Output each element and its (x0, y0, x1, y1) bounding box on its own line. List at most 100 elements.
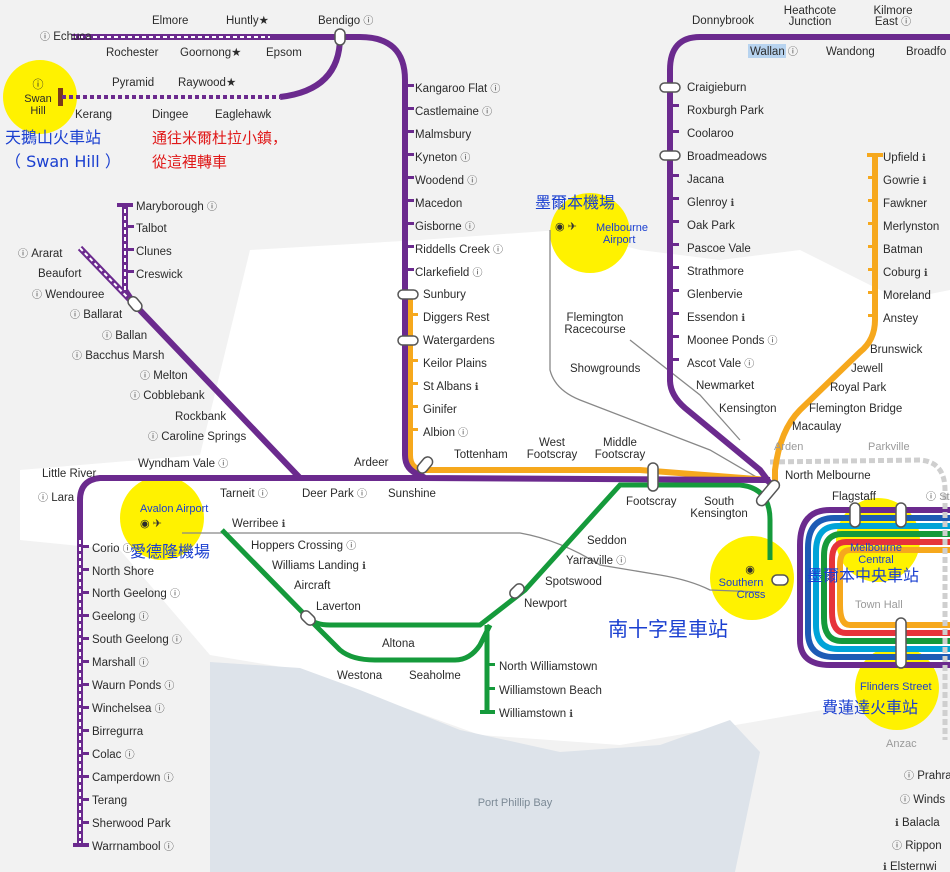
station-birregurra: Birregurra (92, 726, 144, 738)
station-aircraft: Aircraft (294, 580, 331, 592)
station-sherwood-park: Sherwood Park (92, 818, 171, 830)
station-eaglehawk: Eaglehawk (215, 109, 272, 121)
station-heathcote-2: Junction (789, 16, 832, 28)
city-loop (797, 507, 950, 668)
station-middle-footscray-2: Footscray (595, 449, 646, 461)
station-ripponlea: ⓘ Rippon (892, 840, 942, 852)
southern-cross-icon: ◉ (745, 564, 755, 576)
station-strathmore: Strathmore (687, 266, 744, 278)
station-williamstown-beach: Williamstown Beach (499, 685, 602, 697)
station-bendigo: Bendigo ⓘ (318, 15, 373, 27)
station-little-river: Little River (42, 468, 96, 480)
station-southern-cross-2: Cross (737, 589, 766, 601)
station-clunes: Clunes (136, 246, 172, 258)
station-woodend: Woodend ⓘ (415, 175, 477, 187)
station-beaufort: Beaufort (38, 268, 82, 280)
station-st-albans: St Albans ℹ (423, 381, 479, 393)
station-broadmeadows: Broadmeadows (687, 151, 767, 163)
station-melbourne-central-1: Melbourne (850, 542, 902, 554)
station-caroline-springs: ⓘ Caroline Springs (148, 431, 246, 443)
station-newport: Newport (524, 598, 568, 610)
station-seddon: Seddon (587, 535, 627, 547)
station-dingee: Dingee (152, 109, 188, 121)
station-ginifer: Ginifer (423, 404, 457, 416)
station-goornong: Goornong★ (180, 47, 241, 59)
station-ballan: ⓘ Ballan (102, 330, 147, 342)
station-winchelsea: Winchelsea ⓘ (92, 703, 165, 715)
wallan-selection (748, 44, 786, 58)
anno-southern-cross: 南十字星車站 (608, 617, 728, 641)
station-ticks (73, 84, 414, 847)
station-pyramid: Pyramid (112, 77, 154, 89)
station-flinders-street: Flinders Street (860, 681, 932, 693)
annotations: 天鵝山火車站 （ Swan Hill ） 通往米爾杜拉小鎮， 從這裡轉車 墨爾本… (5, 128, 919, 717)
station-ardeer: Ardeer (354, 457, 389, 469)
station-wandong: Wandong (826, 46, 875, 58)
station-coburg: Coburg ℹ (883, 267, 928, 279)
station-sunbury: Sunbury (423, 289, 466, 301)
station-clarkefield: Clarkefield ⓘ (415, 267, 483, 279)
station-newmarket: Newmarket (696, 380, 755, 392)
avalon-airport-icons: ◉ ✈ (140, 518, 162, 530)
station-south-kensington-1: South (704, 496, 734, 508)
station-williams-landing: Williams Landing ℹ (272, 560, 366, 572)
station-flemington-bridge: Flemington Bridge (809, 403, 902, 415)
station-malmsbury: Malmsbury (415, 129, 471, 141)
station-southern-cross-1: Southern (719, 577, 764, 589)
station-oak-park: Oak Park (687, 220, 735, 232)
station-flemington-racecourse-1: Flemington (567, 312, 624, 324)
station-kilmore-2: East ⓘ (875, 16, 911, 28)
station-kangaroo-flat: Kangaroo Flat ⓘ (415, 83, 500, 95)
station-warrnambool: Warrnambool ⓘ (92, 841, 174, 853)
station-castlemaine: Castlemaine ⓘ (415, 106, 492, 118)
station-kerang: Kerang (75, 109, 112, 121)
station-colac: Colac ⓘ (92, 749, 135, 761)
station-upfield: Upfield ℹ (883, 152, 926, 164)
station-glenroy: Glenroy ℹ (687, 197, 734, 209)
station-moreland: Moreland (883, 290, 931, 302)
station-tottenham: Tottenham (454, 449, 508, 461)
station-spotswood: Spotswood (545, 576, 602, 588)
anno-transfer-line2: 從這裡轉車 (152, 153, 227, 171)
station-fawkner: Fawkner (883, 198, 927, 210)
station-broadford: Broadfo (906, 46, 946, 58)
station-raywood: Raywood★ (178, 77, 236, 89)
station-craigieburn: Craigieburn (687, 82, 746, 94)
station-pascoe-vale: Pascoe Vale (687, 243, 751, 255)
station-town-hall: Town Hall (855, 599, 903, 611)
station-albion: Albion ⓘ (423, 427, 468, 439)
station-cobblebank: ⓘ Cobblebank (130, 390, 205, 402)
upfield-line (772, 155, 878, 485)
station-sunshine: Sunshine (388, 488, 436, 500)
station-huntly: Huntly★ (226, 15, 269, 27)
station-arden: Arden (774, 441, 803, 453)
swan-hill-info-icon: ⓘ (33, 78, 44, 91)
station-jewell: Jewell (851, 363, 883, 375)
craigieburn-line (667, 34, 950, 492)
station-jacana: Jacana (687, 174, 725, 186)
station-altona: Altona (382, 638, 415, 650)
station-werribee: Werribee ℹ (232, 518, 286, 530)
station-roxburgh-park: Roxburgh Park (687, 105, 764, 117)
station-elmore: Elmore (152, 15, 188, 27)
station-maryborough: Maryborough ⓘ (136, 201, 217, 213)
anno-flinders-street: 費蓮達火車站 (822, 698, 918, 717)
station-camperdown: Camperdown ⓘ (92, 772, 174, 784)
station-royal-park: Royal Park (830, 382, 886, 394)
anno-transfer-line1: 通往米爾杜拉小鎮， (152, 129, 287, 147)
white-land-region (20, 230, 950, 745)
station-west-footscray-1: West (539, 437, 566, 449)
dashed-metro-tunnel (769, 457, 948, 740)
station-kyneton: Kyneton ⓘ (415, 152, 470, 164)
station-ararat: ⓘ Ararat (18, 248, 63, 260)
station-footscray: Footscray (626, 496, 677, 508)
station-echuca: ⓘ Echuca (40, 31, 92, 43)
swan-hill-terminus (58, 88, 63, 106)
station-anstey: Anstey (883, 313, 918, 325)
station-bacchus-marsh: ⓘ Bacchus Marsh (72, 350, 164, 362)
station-ballarat: ⓘ Ballarat (70, 309, 123, 321)
green-ticks (480, 663, 495, 714)
station-deer-park: Deer Park ⓘ (302, 488, 367, 500)
station-essendon: Essendon ℹ (687, 312, 745, 324)
station-coolaroo: Coolaroo (687, 128, 734, 140)
